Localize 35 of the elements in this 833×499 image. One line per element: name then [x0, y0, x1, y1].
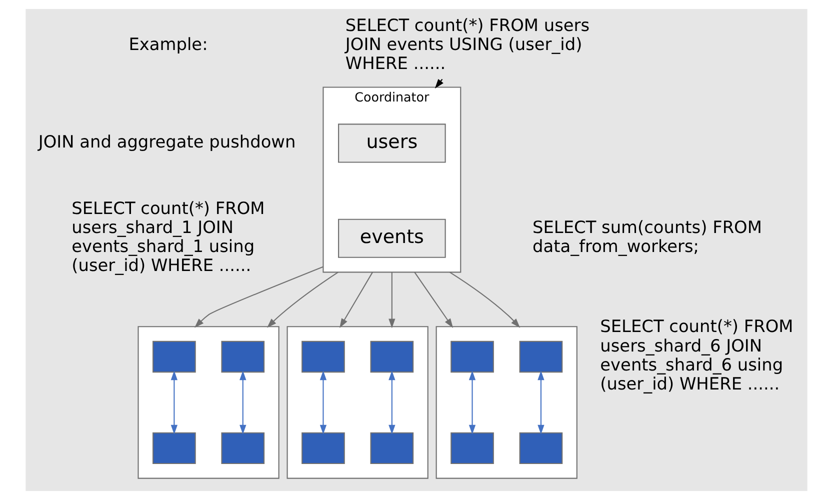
- cluster: [138, 326, 280, 478]
- node-box: users: [338, 123, 446, 162]
- arrow: [320, 370, 327, 434]
- label: Example:: [128, 34, 208, 54]
- node-box: [370, 340, 414, 372]
- node-box: [370, 432, 414, 464]
- node-box: [221, 432, 265, 464]
- node-box: [519, 432, 563, 464]
- arrow: [170, 370, 178, 434]
- node-box: [450, 432, 494, 464]
- arrow: [538, 370, 544, 434]
- label: SELECT count(*) FROM users_shard_6 JOIN events_shard_6 using (user_id) WHERE ......: [600, 316, 794, 393]
- arrow: [388, 370, 396, 434]
- arrow: [388, 272, 396, 328]
- arrow: [468, 370, 476, 434]
- node-text: SELECT count(*) FROM users JOIN events USING (user_id) WHERE ......: [345, 14, 590, 73]
- node-box: [152, 432, 196, 464]
- node-box: [152, 340, 196, 372]
- node-box: events: [338, 218, 446, 258]
- arrow: [449, 271, 520, 328]
- label: SELECT sum(counts) FROM data_from_workers;: [532, 216, 762, 256]
- cluster: [286, 326, 428, 478]
- node-box: [221, 340, 265, 372]
- arrow: [266, 271, 338, 328]
- node-box: [302, 432, 345, 464]
- node-box: [450, 340, 494, 372]
- node-box: [302, 340, 345, 372]
- arrow: [240, 370, 246, 434]
- label: SELECT count(*) FROM users_shard_1 JOIN events_shard_1 using (user_id) WHERE ......: [72, 197, 265, 274]
- label: JOIN and aggregate pushdown: [38, 130, 296, 151]
- arrow: [340, 271, 374, 328]
- node-box: [519, 340, 563, 372]
- cluster: [436, 326, 578, 478]
- arrow: [194, 266, 324, 328]
- arrow: [414, 271, 454, 328]
